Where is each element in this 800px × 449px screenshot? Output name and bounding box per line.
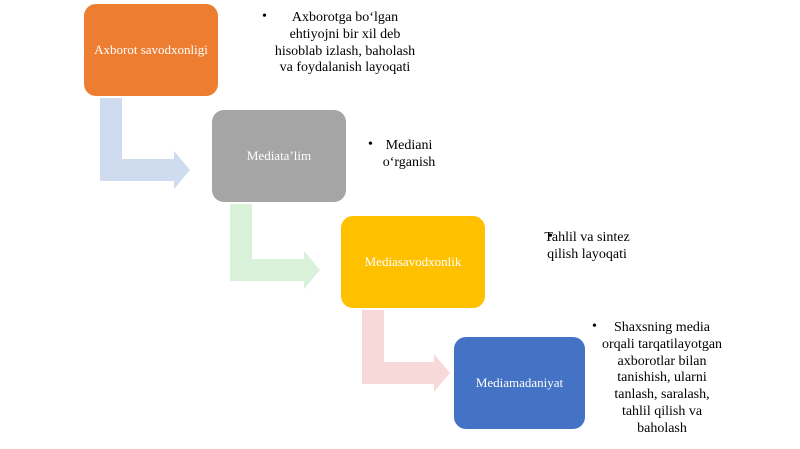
step-1-description-text: Axborotga bo‘lgan ehtiyojni bir xil deb … [274,10,416,76]
step-3-label: Mediasavodxonlik [364,253,462,269]
bullet-icon: • [548,229,553,244]
step-3-description-text: Tahlil va sintez qilish layoqati [544,230,630,262]
step-2-box: Mediata’lim [212,110,346,202]
connector-arrow-3 [362,310,450,392]
bullet-icon: • [262,9,267,24]
step-4-box: Mediamadaniyat [454,337,585,429]
step-4-description: • Shaxsning media orqali tarqatilayotgan… [592,319,724,438]
step-3-description: • Tahlil va sintez qilish layoqati [544,229,630,264]
step-3-box: Mediasavodxonlik [341,216,485,308]
step-4-label: Mediamadaniyat [475,374,564,390]
connector-arrow-2 [230,204,320,289]
connector-arrow-1 [100,98,190,189]
step-2-label: Mediata’lim [246,147,312,163]
step-1-box: Axborot savodxonligi [84,4,218,96]
step-1-description: • Axborotga bo‘lgan ehtiyojni bir xil de… [262,9,420,77]
step-1-label: Axborot savodxonligi [94,41,208,57]
step-2-description: • Mediani o‘rganish [368,137,444,172]
step-4-description-text: Shaxsning media orqali tarqatilayotgan a… [601,320,723,436]
bullet-icon: • [592,319,597,334]
bullet-icon: • [368,137,373,152]
step-2-description-text: Mediani o‘rganish [382,138,436,170]
